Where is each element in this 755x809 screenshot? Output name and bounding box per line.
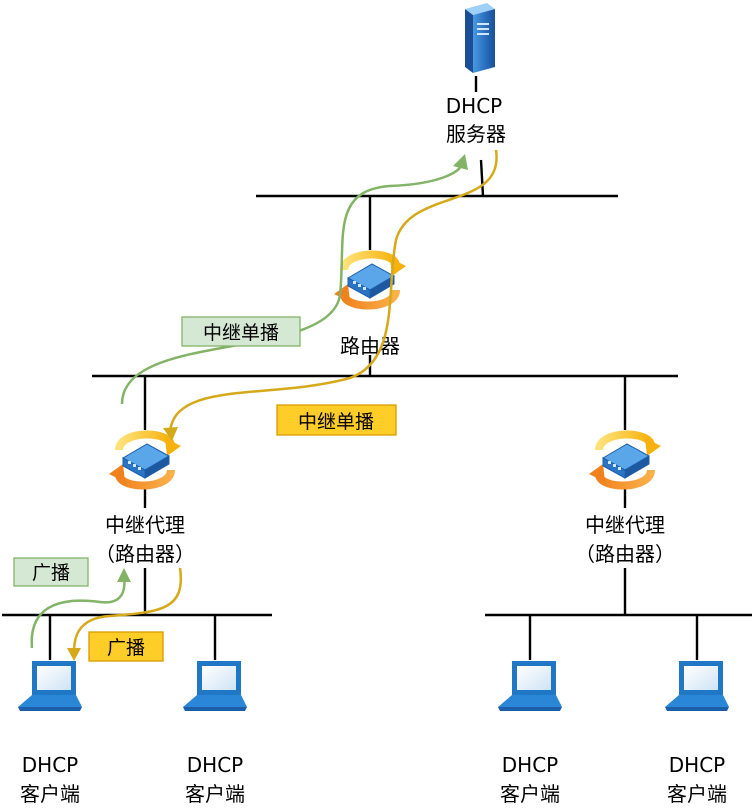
orange-unicast-path [168, 149, 498, 433]
client-3-label-line1: DHCP [502, 753, 558, 777]
core-router-icon[interactable] [334, 254, 406, 305]
client-2-laptop-icon[interactable] [183, 661, 247, 711]
core-router-label: 路由器 [340, 334, 400, 358]
relay-left-router-icon[interactable] [109, 434, 181, 485]
client-4-laptop-icon[interactable] [665, 661, 729, 711]
server-label-line2: 服务器 [446, 122, 506, 146]
network-lines [2, 76, 752, 660]
relay-left-label-line2: （路由器） [95, 542, 195, 566]
server-label-line1: DHCP [446, 94, 502, 118]
relay-unicast-green-tag: 中继单播 [181, 316, 301, 347]
broadcast-green-text: 广播 [32, 562, 70, 584]
green-unicast-arrowhead [453, 154, 468, 170]
broadcast-orange-text: 广播 [107, 637, 145, 659]
client-4-label-line1: DHCP [669, 753, 725, 777]
relay-right-router-icon[interactable] [589, 434, 661, 485]
client-3-laptop-icon[interactable] [498, 661, 562, 711]
broadcast-green-tag: 广播 [13, 557, 89, 587]
client-1-label-line1: DHCP [22, 753, 78, 777]
relay-unicast-orange-tag: 中继单播 [276, 404, 397, 436]
server-to-bus-link [479, 159, 485, 197]
orange-broadcast-path [72, 567, 183, 653]
relay-unicast-green-text: 中继单播 [203, 322, 279, 344]
green-broadcast-arrowhead [117, 568, 131, 582]
relay-unicast-orange-text: 中继单播 [298, 411, 374, 433]
client-1-laptop-icon[interactable] [18, 661, 82, 711]
orange-broadcast-arrowhead [67, 648, 81, 661]
broadcast-orange-tag: 广播 [88, 631, 164, 662]
client-3-label-line2: 客户端 [500, 782, 560, 806]
green-broadcast-path [30, 574, 126, 649]
server-icon[interactable] [465, 3, 495, 73]
client-2-label-line2: 客户端 [185, 782, 245, 806]
client-1-label-line2: 客户端 [20, 782, 80, 806]
client-2-label-line1: DHCP [187, 753, 243, 777]
green-unicast-path [120, 163, 464, 405]
client-4-label-line2: 客户端 [667, 782, 727, 806]
relay-left-label-line1: 中继代理 [105, 513, 185, 537]
relay-right-label-line1: 中继代理 [585, 513, 665, 537]
orange-unicast-arrowhead [163, 427, 178, 441]
relay-right-label-line2: （路由器） [575, 542, 675, 566]
